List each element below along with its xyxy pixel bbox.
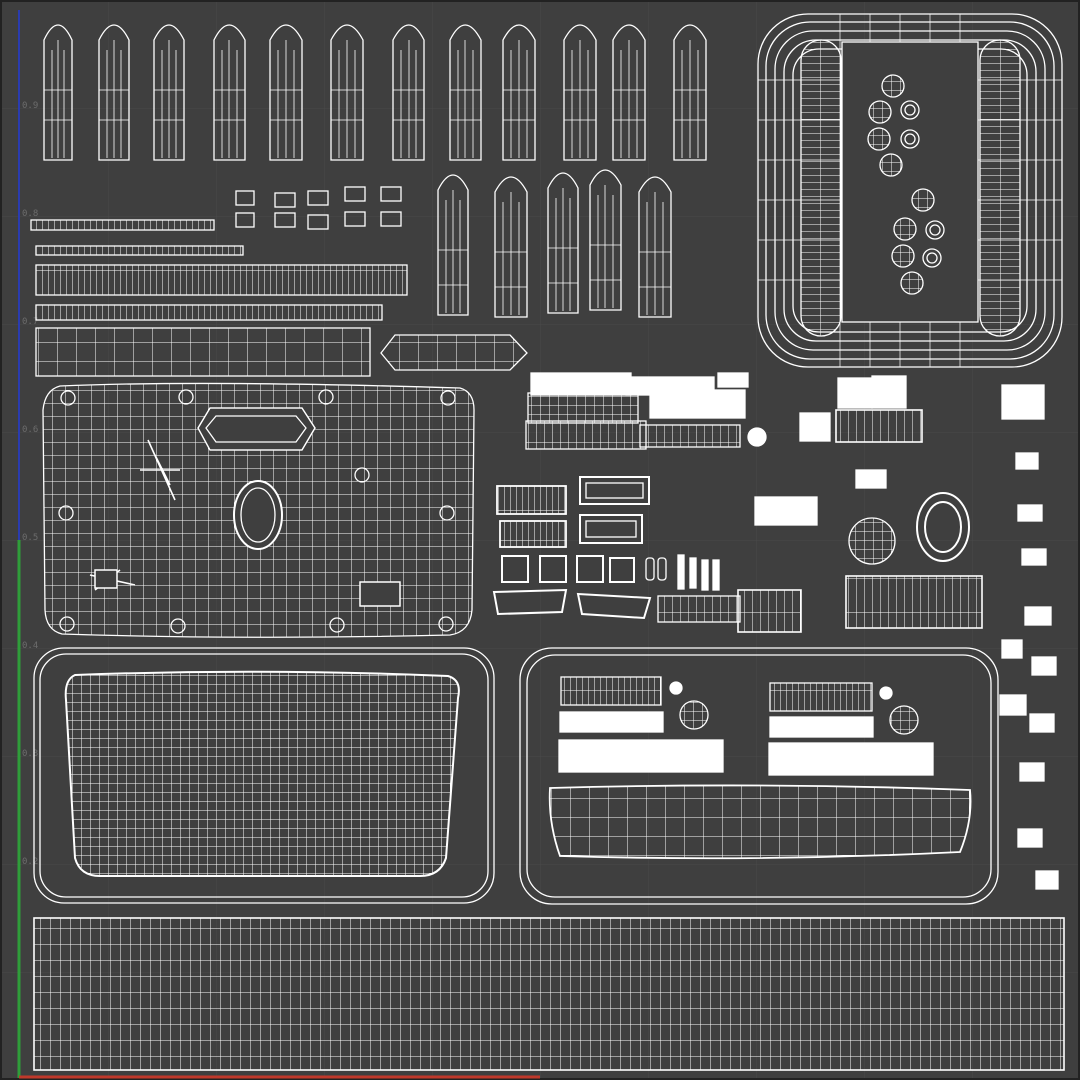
pill-interior-lines-2 [438,185,671,315]
uv-shell-pill[interactable] [392,24,425,161]
uv-shell-pill[interactable] [494,176,528,318]
uv-shell-small-rects[interactable] [492,476,802,633]
uv-shell-clip[interactable] [380,211,402,227]
uv-shell-clip[interactable] [380,186,402,202]
axis-label: 0.6 [22,425,38,435]
uv-shell-clip[interactable] [307,214,329,230]
axis-label: 0.7 [22,317,38,327]
uv-shell-pill[interactable] [502,24,536,161]
uv-shell-pill[interactable] [269,24,303,161]
uv-shell-right-column[interactable] [999,452,1059,890]
uv-shell-pill[interactable] [547,172,579,314]
uv-small-clips[interactable] [235,186,402,230]
uv-shell-strip[interactable] [35,264,408,296]
uv-shell-button-cluster[interactable] [867,74,945,295]
uv-shell-back-panel[interactable] [33,647,495,904]
axis-label: 0.2 [22,857,38,867]
axis-label: 0.9 [22,101,38,111]
uv-shell-clip[interactable] [274,192,296,208]
uv-shell-face-panel[interactable] [42,382,475,638]
axis-label: 0.3 [22,749,38,759]
uv-shell-pill[interactable] [43,24,73,161]
uv-shell-pill[interactable] [153,24,185,161]
uv-shell-pill[interactable] [330,24,364,161]
uv-shell-pill[interactable] [612,24,646,161]
uv-shell-pill[interactable] [638,176,672,318]
uv-shell-hex-strip[interactable] [380,334,528,371]
uv-shell-misc-right[interactable] [754,469,983,629]
pill-interior-lines [44,40,706,158]
uv-shell-clip[interactable] [344,186,366,202]
uv-shell-tray[interactable] [757,13,1063,368]
uv-shell-pill-row-top[interactable] [43,24,707,161]
uv-shell-strip[interactable] [35,304,383,321]
uv-shell-strip[interactable] [35,327,371,377]
uv-shell-clip[interactable] [307,190,329,206]
axis-label: 0.4 [22,641,38,651]
uv-shell-display-panel[interactable] [519,647,999,905]
uv-shell-clip[interactable] [274,212,296,228]
axis-label: 0.5 [22,533,38,543]
uv-shell-clip[interactable] [344,211,366,227]
uv-shell-pill[interactable] [213,24,246,161]
uv-shell-connector-parts[interactable] [525,372,767,450]
uv-shell-clip[interactable] [235,190,255,206]
uv-shell-pill-row-middle[interactable] [437,169,672,318]
uv-shell-pill[interactable] [437,174,469,316]
uv-strips-left[interactable] [30,219,528,377]
uv-shell-bottom-strip[interactable] [33,917,1065,1071]
uv-shell-strip[interactable] [35,245,244,256]
uv-shell-strip[interactable] [30,219,215,231]
uv-shell-latch-parts[interactable] [799,375,1045,443]
uv-shell-pill[interactable] [98,24,130,161]
uv-shell-pill[interactable] [589,169,622,311]
uv-shell-pill[interactable] [563,24,597,161]
axis-label: 0.8 [22,209,38,219]
axis-labels: 0.9 0.8 0.7 0.6 0.5 0.4 0.3 0.2 [22,101,38,867]
uv-shell-pill[interactable] [673,24,707,161]
uv-shell-clip[interactable] [235,212,255,228]
uv-shell-pill[interactable] [449,24,482,161]
